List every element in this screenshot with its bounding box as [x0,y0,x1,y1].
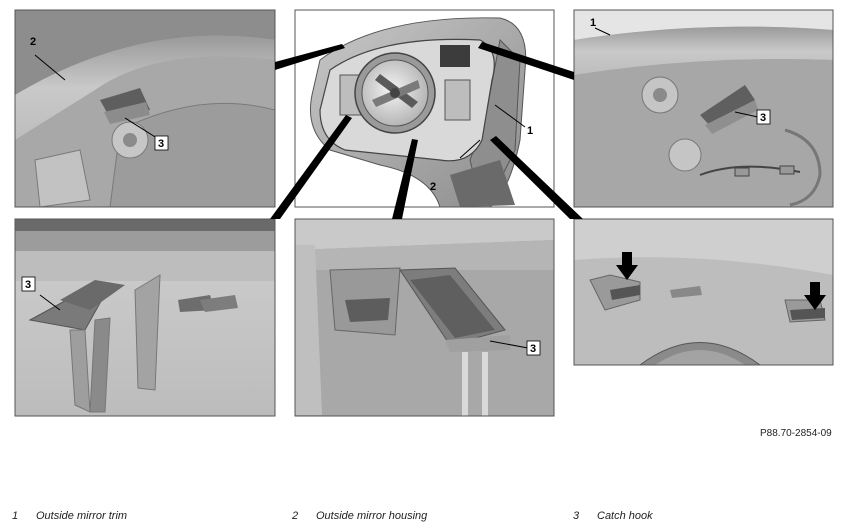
legend-text: Outside mirror trim [36,510,128,522]
callout-2: 2 [30,36,36,48]
panel-border [14,218,276,417]
panel-main-mirror: 1 2 [295,10,554,207]
leader-line [494,104,526,128]
panel-bottom-center: 3 [295,219,554,416]
leader-line [489,340,529,349]
connector-wedge [275,44,345,70]
callout-box [21,276,36,292]
legend-item-2: 2 Outside mirror housing [292,510,427,522]
legend-text: Catch hook [597,510,653,522]
detail-connectors [270,42,583,219]
legend-number: 2 [292,510,299,522]
panel-border [573,9,834,208]
panel-bottom-right [574,219,833,365]
leader-line [124,117,161,141]
connector-wedge [478,42,574,80]
callout-2: 2 [430,181,436,193]
panel-border [294,9,555,208]
arrow-down-icon [804,282,826,310]
leader-line [594,27,611,36]
connector-wedge [270,115,352,219]
panel-border [573,218,834,366]
panel-border [294,218,555,417]
panel-top-right: 1 3 [574,10,833,207]
figure-code: P88.70-2854-09 [760,428,832,439]
legend-text: Outside mirror housing [316,510,428,522]
connector-wedge [490,136,583,219]
arrow-down-icon [616,252,638,280]
callout-box [526,340,541,356]
connector-wedge [392,139,418,219]
legend-item-3: 3 Catch hook [573,510,653,522]
callout-3: 3 [760,112,766,124]
leader-line [39,294,61,311]
callout-3: 3 [25,279,31,291]
panel-bottom-left: 3 [15,219,275,416]
callout-1: 1 [527,125,533,137]
leader-line [734,111,759,118]
legend-number: 3 [573,510,580,522]
callout-1: 1 [590,17,596,29]
leader-line [34,54,66,81]
panel-top-left: 2 3 [15,10,275,207]
panel-border [14,9,276,208]
callout-box [154,135,169,151]
callout-box [756,109,771,125]
callout-3: 3 [158,138,164,150]
callout-3: 3 [530,343,536,355]
leader-line [459,139,481,159]
legend-number: 1 [12,510,19,522]
legend-item-1: 1 Outside mirror trim [12,510,127,522]
